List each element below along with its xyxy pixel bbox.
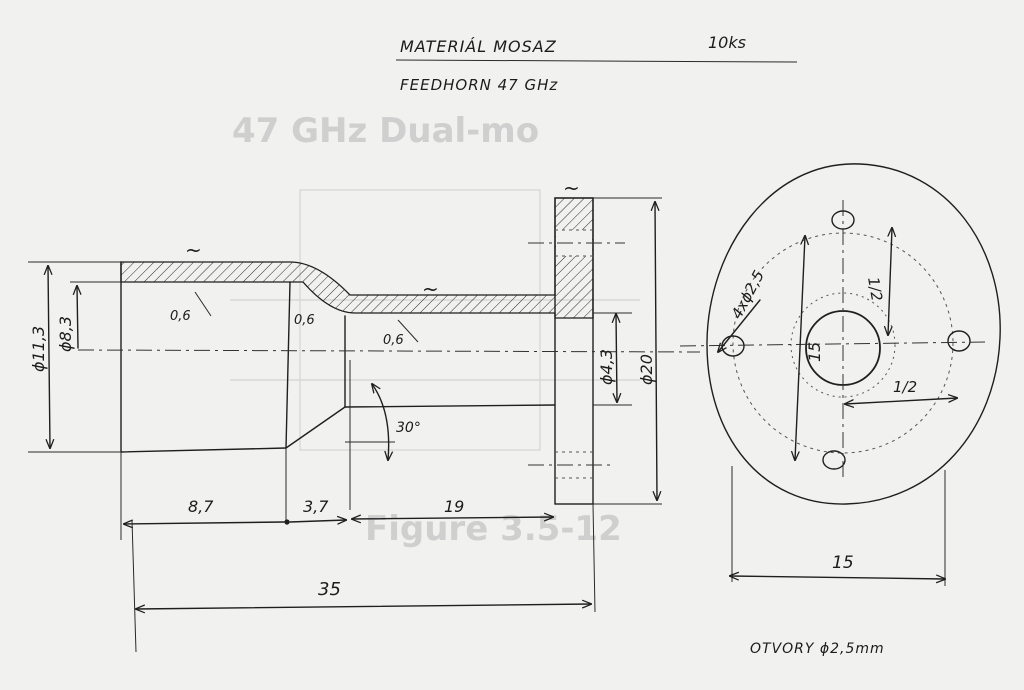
length-3-label: 19 (444, 497, 464, 516)
surface-mark-3: ~ (563, 176, 580, 200)
title-underline (395, 59, 798, 63)
total-length-label: 35 (318, 579, 341, 600)
surface-mark-1: ~ (185, 238, 202, 262)
outer-diameter-label: ϕ11,3 (29, 326, 48, 372)
part-name: FEEDHORN 47 GHz (400, 76, 558, 94)
hole-left (721, 335, 745, 357)
holes-note: 4xϕ2,5 (728, 267, 768, 322)
half-label-horizontal: 1/2 (893, 378, 917, 396)
wall-thickness-3: 0,6 (383, 333, 404, 348)
material-label: MATERIÁL MOSAZ (400, 37, 557, 56)
wall-thickness-1: 0,6 (170, 309, 191, 324)
taper-angle-label: 30° (396, 420, 421, 436)
bolt-circle (732, 232, 954, 454)
flange-diameter-label: ϕ20 (637, 354, 656, 385)
wall-thickness-2: 0,6 (294, 313, 315, 328)
quantity-label: 10ks (708, 33, 746, 52)
ghost-title: 47 GHz Dual-mo (232, 111, 539, 151)
axis-centerline (77, 349, 701, 353)
half-label-vertical: 1/2 (864, 276, 886, 303)
side-view: ϕ11,3 ϕ8,3 ϕ4,3 ϕ20 0,6 0,6 0,6 ~ ~ ~ 30… (28, 176, 701, 653)
hole-bottom (822, 450, 846, 470)
front-view: 4xϕ2,5 15 1/2 1/2 15 (679, 163, 1001, 586)
ghost-caption: Figure 3.5-12 (365, 509, 622, 549)
surface-mark-2: ~ (422, 277, 439, 301)
holes-footer-note: OTVORY ϕ2,5mm (750, 641, 885, 657)
length-1-label: 8,7 (188, 497, 214, 516)
waveguide-diameter-label: ϕ4,3 (597, 349, 616, 385)
inner-diameter-label: ϕ8,3 (56, 316, 75, 352)
flange-outline (554, 197, 594, 505)
length-2-label: 3,7 (303, 497, 329, 516)
title-block: MATERIÁL MOSAZ 10ks FEEDHORN 47 GHz (395, 33, 798, 94)
flange-circle (706, 163, 1001, 505)
front-width-label: 15 (832, 553, 854, 573)
hole-right (947, 330, 971, 352)
bolt-circle-label: 15 (805, 342, 824, 362)
